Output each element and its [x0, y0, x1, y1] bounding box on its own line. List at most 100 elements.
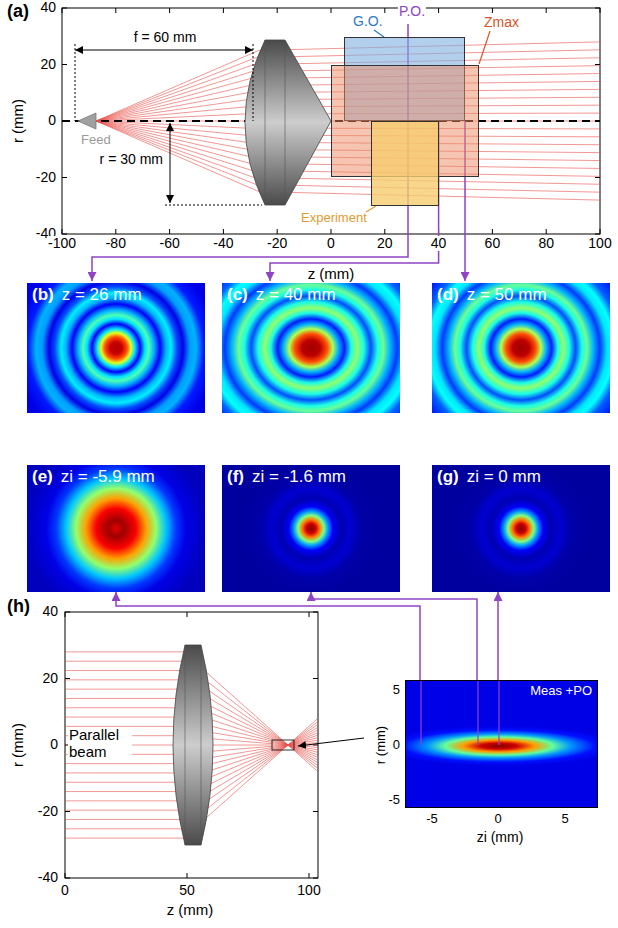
tick-mark [65, 811, 70, 812]
tick-label: 5 [560, 812, 569, 826]
map-label: zi = -1.6 mm [252, 468, 346, 487]
plane-marker [420, 681, 421, 745]
label-slot: 20 [41, 671, 59, 686]
dimension-line [75, 50, 253, 51]
field-map-panel: (e)zi = -5.9 mm [27, 465, 205, 592]
label-slot: -80 [105, 236, 127, 251]
label-slot: 5 [560, 812, 569, 826]
region-label: Experiment [301, 211, 367, 225]
label-slot: 60 [484, 236, 502, 251]
tick-mark [223, 229, 224, 234]
tick-mark [62, 8, 67, 9]
tick-label: -5 [425, 812, 439, 826]
tick-mark [62, 229, 63, 234]
tick-mark [595, 8, 600, 9]
line-label: P.O. [398, 4, 426, 19]
label-slot: 0 [326, 236, 336, 251]
label-slot: -40 [37, 870, 59, 885]
intensity-map [406, 681, 598, 808]
label-slot: 40 [39, 0, 57, 15]
label-slot: -20 [35, 170, 57, 185]
plot-frame [65, 612, 318, 878]
panel-letter: (d) [437, 286, 459, 305]
label-slot: -40 [212, 236, 234, 251]
tick-mark [187, 873, 188, 878]
intensity-image [406, 681, 598, 808]
tick-label: 20 [39, 57, 57, 72]
tick-label: 20 [41, 671, 59, 686]
leader-line [374, 30, 384, 37]
dimension-guide [253, 44, 254, 121]
tick-mark [595, 234, 600, 235]
tick-label: 0 [49, 737, 59, 752]
tick-label: 0 [326, 236, 336, 251]
map-label: z = 50 mm [467, 286, 547, 305]
intensity-image [432, 465, 610, 592]
tick-mark [169, 229, 170, 234]
field-map-panel: (g) zi = 0 mm [432, 465, 610, 592]
tick-mark [65, 878, 70, 879]
tick-mark [115, 229, 116, 234]
axis-title: z (mm) [307, 266, 356, 283]
tick-mark [313, 612, 318, 613]
region-label: Zmax [484, 15, 519, 30]
tick-label: -5 [387, 793, 401, 807]
tick-mark [187, 612, 188, 617]
label-slot: -60 [158, 236, 180, 251]
dimension-guide [75, 44, 76, 121]
dimension-label: f = 60 mm [133, 30, 198, 45]
pointer-arrow [298, 738, 364, 746]
dimension-guide [165, 205, 262, 206]
tick-mark [309, 612, 310, 617]
text-slot: Zmax [484, 15, 519, 30]
label-slot: r (mm) [10, 722, 27, 768]
text-slot: Experiment [301, 211, 367, 225]
tick-label: -60 [158, 236, 180, 251]
tick-label: -100 [47, 236, 77, 251]
tick-label: 50 [178, 883, 196, 898]
tick-label: 0 [392, 738, 401, 752]
tick-mark [223, 8, 224, 13]
panel-letter: (g) [437, 468, 459, 487]
label-slot: 100 [296, 883, 321, 898]
text-slot: (e)zi = -5.9 mm [32, 468, 155, 487]
axis-title: r (mm) [10, 722, 27, 768]
tick-mark [331, 229, 332, 234]
region-box: Experiment [371, 121, 439, 206]
map-label: Meas +PO [530, 684, 592, 698]
leader-line [366, 206, 376, 212]
label-slot: -20 [266, 236, 288, 251]
label-slot: P.O. [398, 4, 426, 19]
label-slot: 0 [47, 113, 57, 128]
dimension-line [170, 123, 171, 203]
label-slot: 0 [60, 883, 70, 898]
label-slot: -100 [47, 236, 77, 251]
map-label: zi = 0 mm [467, 468, 541, 487]
tick-label: 40 [430, 236, 448, 251]
tick-mark [62, 64, 67, 65]
tick-label: -40 [212, 236, 234, 251]
tick-label: 60 [484, 236, 502, 251]
label-slot: -5 [387, 793, 401, 807]
label-slot: 20 [39, 57, 57, 72]
plot-frame [62, 8, 600, 234]
tick-mark [492, 229, 493, 234]
plane-marker [498, 681, 499, 745]
label-slot: z (mm) [166, 902, 215, 919]
tick-mark [600, 229, 601, 234]
plane-connector [116, 592, 420, 680]
lens [245, 40, 331, 205]
label-slot: z (mm) [307, 266, 356, 283]
tick-mark [65, 678, 70, 679]
text-slot: G.O. [353, 14, 383, 29]
field-map-panel: (d) z = 50 mm [432, 283, 610, 413]
tick-mark [546, 229, 547, 234]
focus-box [272, 740, 294, 750]
label-slot: r = 30 mm [99, 152, 164, 167]
label-slot: -5 [425, 812, 439, 826]
label-slot: Parallel beam [68, 727, 132, 760]
tick-mark [169, 8, 170, 13]
label-slot: 20 [376, 236, 394, 251]
tick-mark [546, 8, 547, 13]
tick-mark [384, 229, 385, 234]
